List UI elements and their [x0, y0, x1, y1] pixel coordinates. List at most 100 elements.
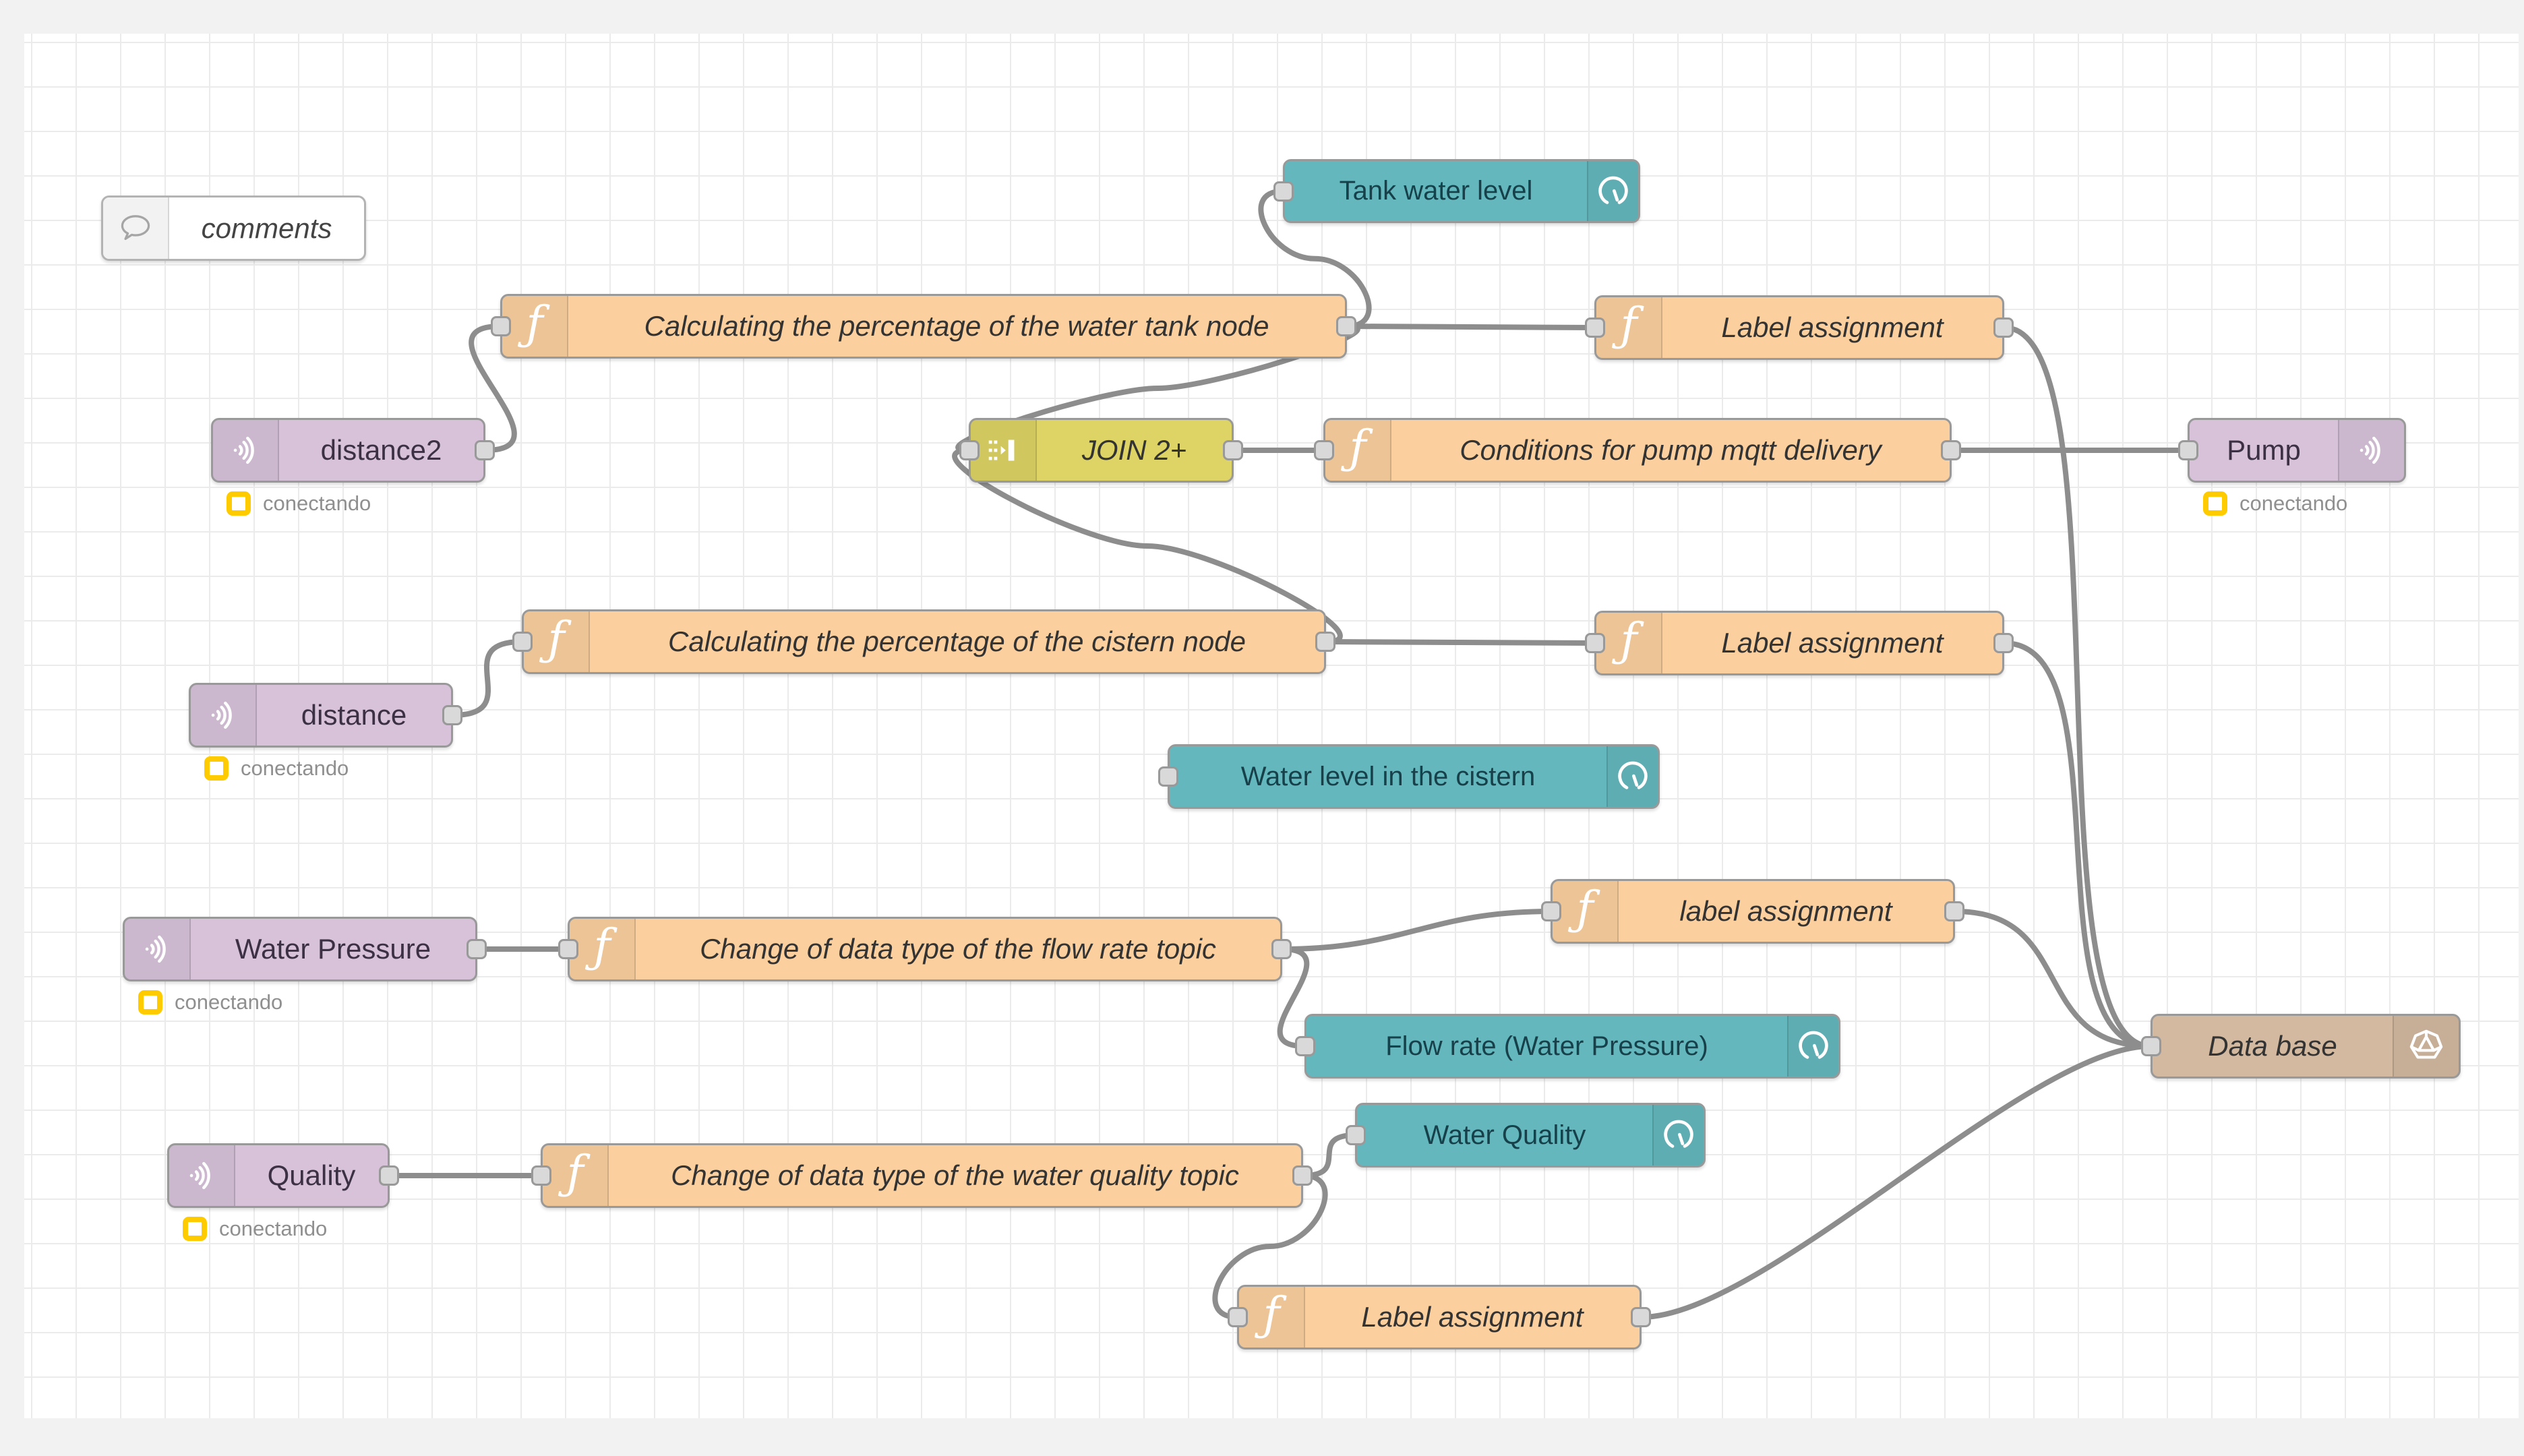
- input-port[interactable]: [1228, 1307, 1248, 1327]
- node-label: Label assignment: [1721, 627, 1944, 659]
- output-port[interactable]: [1271, 939, 1292, 959]
- wire-calcCistern-to-labelAssign2[interactable]: [1323, 639, 1597, 646]
- node-label: Change of data type of the water quality…: [671, 1159, 1239, 1191]
- wire-changeQuality-to-labelAssignBottom[interactable]: [1212, 1173, 1328, 1320]
- function-node-tank-percentage[interactable]: ƒ Calculating the percentage of the wate…: [491, 294, 1356, 359]
- wire-changeFlow-to-flowGauge[interactable]: [1277, 946, 1310, 1049]
- mqtt-in-node-quality[interactable]: Quality conectando: [167, 1143, 399, 1241]
- function-icon: ƒ: [1596, 613, 1662, 673]
- wire-labelAssign3-to-database[interactable]: [1952, 909, 2153, 1049]
- node-label: Pump: [2227, 434, 2301, 466]
- node-label: Water Quality: [1423, 1120, 1586, 1150]
- node-label: distance: [301, 699, 407, 731]
- output-port[interactable]: [1993, 317, 2014, 338]
- output-port[interactable]: [1336, 316, 1356, 336]
- function-node-pump-conditions[interactable]: ƒ Conditions for pump mqtt delivery: [1314, 418, 1961, 483]
- gauge-node-tank-water-level[interactable]: Tank water level: [1273, 159, 1640, 223]
- input-port[interactable]: [2141, 1036, 2161, 1056]
- output-port[interactable]: [379, 1165, 399, 1186]
- function-icon: ƒ: [1553, 881, 1619, 942]
- comment-node[interactable]: comments: [101, 195, 366, 261]
- output-port[interactable]: [1631, 1307, 1651, 1327]
- function-node-label-assignment-4[interactable]: ƒ Label assignment: [1228, 1285, 1651, 1349]
- mqtt-in-node-distance[interactable]: distance conectando: [189, 683, 462, 781]
- gauge-node-flow-rate[interactable]: Flow rate (Water Pressure): [1295, 1014, 1840, 1079]
- wire-labelAssign2-to-database[interactable]: [2002, 640, 2153, 1049]
- node-label: Tank water level: [1339, 176, 1533, 206]
- input-port[interactable]: [1541, 901, 1561, 921]
- node-label: Calculating the percentage of the cister…: [668, 626, 1246, 657]
- function-node-label-assignment-2[interactable]: ƒ Label assignment: [1585, 611, 2014, 675]
- input-port[interactable]: [512, 632, 533, 652]
- status-text: conectando: [2240, 491, 2348, 515]
- mqtt-in-node-water-pressure[interactable]: Water Pressure conectando: [123, 917, 487, 1014]
- function-icon: ƒ: [1239, 1287, 1305, 1347]
- function-node-water-quality-type-change[interactable]: ƒ Change of data type of the water quali…: [531, 1143, 1313, 1208]
- node-label: Quality: [267, 1159, 356, 1191]
- function-icon: ƒ: [1325, 420, 1391, 481]
- mqtt-broadcast-icon: [191, 685, 257, 746]
- input-port[interactable]: [1273, 181, 1294, 202]
- function-node-cistern-percentage[interactable]: ƒ Calculating the percentage of the cist…: [512, 609, 1335, 674]
- node-label: Label assignment: [1721, 311, 1944, 343]
- gauge-node-water-quality[interactable]: Water Quality: [1346, 1103, 1706, 1167]
- comment-bubble-icon: [103, 198, 169, 259]
- mqtt-broadcast-icon: [169, 1145, 235, 1206]
- wire-distance-to-calcCistern[interactable]: [450, 639, 524, 718]
- input-port[interactable]: [1346, 1125, 1366, 1145]
- status-ring-icon: [183, 1217, 207, 1241]
- node-label: Data base: [2208, 1030, 2337, 1062]
- node-label: JOIN 2+: [1081, 434, 1187, 466]
- wire-changeQuality-to-qualityGauge[interactable]: [1300, 1132, 1358, 1178]
- function-node-label-assignment-1[interactable]: ƒ Label assignment: [1585, 295, 2014, 360]
- function-icon: ƒ: [543, 1145, 609, 1206]
- output-port[interactable]: [1292, 1165, 1313, 1186]
- input-port[interactable]: [491, 316, 511, 336]
- mqtt-out-node-pump[interactable]: Pump conectando: [2178, 418, 2406, 516]
- status-text: conectando: [263, 491, 371, 515]
- mqtt-in-node-distance2[interactable]: distance2 conectando: [211, 418, 495, 516]
- gauge-node-cistern-level[interactable]: Water level in the cistern: [1158, 744, 1660, 809]
- input-port[interactable]: [1585, 317, 1605, 338]
- input-port[interactable]: [531, 1165, 551, 1186]
- wire-labelAssign1-to-database[interactable]: [2002, 325, 2153, 1049]
- node-label: Water level in the cistern: [1240, 761, 1536, 791]
- output-port[interactable]: [442, 705, 462, 725]
- output-port[interactable]: [1315, 632, 1335, 652]
- output-port[interactable]: [1223, 440, 1243, 460]
- input-port[interactable]: [1585, 633, 1605, 653]
- wire-calcTank-to-tankGauge[interactable]: [1258, 188, 1372, 329]
- input-port[interactable]: [1295, 1036, 1315, 1056]
- wire-changeFlow-to-labelAssign3[interactable]: [1280, 909, 1553, 952]
- wire-calcTank-to-labelAssign1[interactable]: [1344, 324, 1597, 330]
- node-status: conectando: [183, 1217, 327, 1241]
- mqtt-broadcast-icon: [2338, 420, 2404, 481]
- join-node[interactable]: JOIN 2+: [959, 418, 1243, 483]
- status-text: conectando: [219, 1217, 328, 1240]
- status-ring-icon: [2203, 491, 2227, 516]
- gauge-icon: [1606, 746, 1658, 807]
- canvas-grid: [24, 34, 2519, 1418]
- wire-distance2-to-calcTank[interactable]: [469, 324, 517, 453]
- input-port[interactable]: [959, 440, 980, 460]
- wire-labelAssignBottom-to-database[interactable]: [1639, 1043, 2153, 1320]
- output-port[interactable]: [1944, 901, 1964, 921]
- function-icon: ƒ: [1596, 297, 1662, 358]
- output-port[interactable]: [1993, 633, 2014, 653]
- output-port[interactable]: [467, 939, 487, 959]
- node-status: conectando: [2203, 491, 2347, 516]
- output-port[interactable]: [1941, 440, 1961, 460]
- storage-node-data-base[interactable]: Data base: [2141, 1014, 2461, 1079]
- function-node-label-assignment-3[interactable]: ƒ label assignment: [1541, 879, 1964, 944]
- input-port[interactable]: [1158, 766, 1178, 787]
- input-port[interactable]: [2178, 440, 2198, 460]
- node-status: conectando: [204, 756, 349, 781]
- output-port[interactable]: [475, 440, 495, 460]
- input-port[interactable]: [558, 939, 578, 959]
- function-node-flow-rate-type-change[interactable]: ƒ Change of data type of the flow rate t…: [558, 917, 1292, 981]
- input-port[interactable]: [1314, 440, 1334, 460]
- function-icon: ƒ: [570, 919, 636, 979]
- mqtt-broadcast-icon: [213, 420, 279, 481]
- status-ring-icon: [138, 990, 162, 1014]
